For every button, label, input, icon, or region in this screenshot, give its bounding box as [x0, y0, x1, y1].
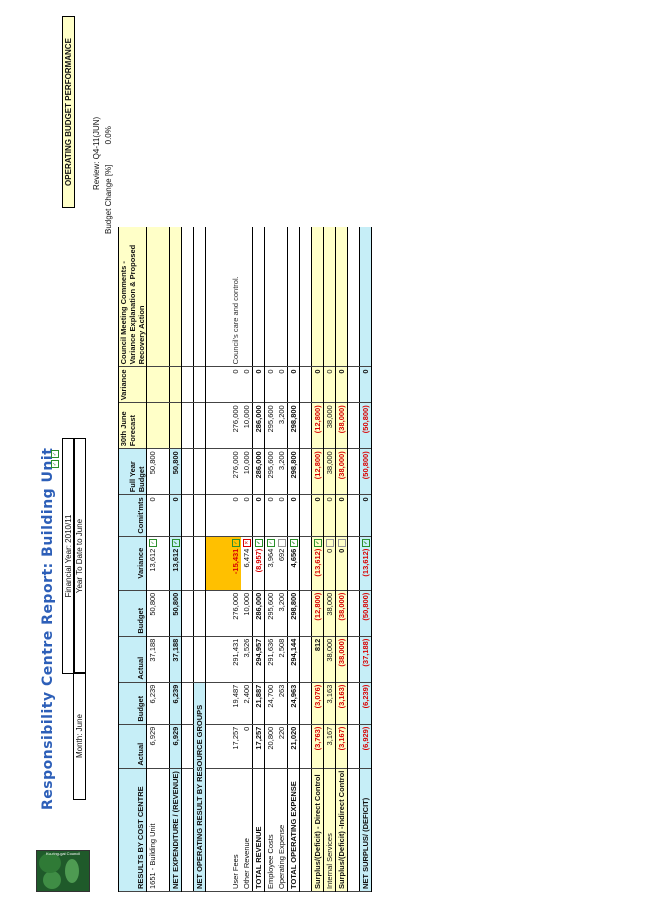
- variance-comment: Income from Construction Certificate fee…: [230, 226, 241, 367]
- col-label: RESULTS BY COST CENTRE: [118, 768, 147, 892]
- check-icon: ✓: [266, 538, 275, 547]
- col-commitments: Comit'mts: [118, 494, 147, 537]
- budget-change-value: 0.0%: [104, 126, 113, 145]
- row-label: Surplus/(Deficit) -Indirect Control: [335, 768, 348, 892]
- row-label: Operating Expense: [276, 768, 288, 892]
- check-icon: ✓: [289, 538, 298, 547]
- column-header-row: RESULTS BY COST CENTRE Actual Budget Act…: [118, 226, 147, 892]
- row-label: TOTAL OPERATING EXPENSE: [287, 768, 300, 892]
- row-label: TOTAL REVENUE: [252, 768, 265, 892]
- council-logo: Ku-ring-gai Council: [36, 850, 90, 892]
- col-ytd-actual: Actual: [118, 636, 147, 683]
- cost-centre-row: 1651 - Building Unit 6,929 6,239 37,188 …: [146, 226, 158, 892]
- resource-groups-heading: NET OPERATING RESULT BY RESOURCE GROUPS: [193, 226, 206, 892]
- check-icon: ✓: [313, 538, 322, 547]
- col-comments: Council Meeting Comments - Variance Expl…: [118, 226, 147, 367]
- row-label: Surplus/(Deficit) - Direct Control: [311, 768, 324, 892]
- legend-checks: ✓✓: [50, 450, 59, 470]
- month-header: Month: June: [73, 672, 86, 800]
- check-icon: ✓: [231, 538, 240, 547]
- cross-icon: ✕: [242, 538, 251, 547]
- budget-change-label: Budget Change [%]: [104, 164, 113, 234]
- cost-centre-name: 1651 - Building Unit: [146, 768, 158, 892]
- row-label: Internal Services: [323, 768, 336, 892]
- surplus-rows: Surplus/(Deficit) - Direct Control(3,763…: [311, 226, 348, 892]
- row-label: User Fees: [230, 768, 241, 892]
- net-surplus-row: NET SURPLUS/ (DEFICIT) (6,929) (6,239) (…: [359, 226, 372, 892]
- net-expenditure-row: NET EXPENDITURE / (REVENUE) 6,929 6,239 …: [169, 226, 182, 892]
- section-title: OPERATING BUDGET PERFORMANCE: [62, 16, 75, 208]
- col-month-actual: Actual: [118, 724, 147, 769]
- check-icon: ✓: [254, 538, 263, 547]
- table-row: Surplus/(Deficit) -Indirect Control(3,16…: [335, 226, 348, 892]
- check-icon: ✓: [171, 538, 180, 547]
- row-label: Other Revenue: [241, 768, 253, 892]
- col-forecast: 30th June Forecast: [118, 402, 147, 449]
- table-row: Surplus/(Deficit) - Direct Control(3,763…: [311, 226, 324, 892]
- col-variance: Variance: [118, 536, 147, 591]
- check-icon: ✓: [148, 538, 157, 547]
- check-icon: ✓: [361, 538, 370, 547]
- empty-box-icon: [337, 538, 346, 547]
- results-table: RESULTS BY COST CENTRE Actual Budget Act…: [118, 226, 372, 892]
- check-icon: ✓: [50, 450, 59, 458]
- ytd-header: Year To Date to June: [73, 438, 86, 674]
- budget-change: Budget Change [%] 0.0%: [104, 126, 113, 234]
- empty-box-icon: [277, 538, 286, 547]
- review-label: Review: Q4-11(JUN): [92, 116, 101, 190]
- col-full-year-budget: Full Year Budget: [118, 448, 147, 495]
- check-icon: ✓: [50, 460, 59, 468]
- report-title: Responsibility Centre Report: Building U…: [40, 447, 56, 810]
- col-month-budget: Budget: [118, 682, 147, 725]
- row-label: Employee Costs: [264, 768, 276, 892]
- empty-box-icon: [325, 538, 334, 547]
- col-fc-variance: Variance: [118, 366, 147, 403]
- col-ytd-budget: Budget: [118, 590, 147, 637]
